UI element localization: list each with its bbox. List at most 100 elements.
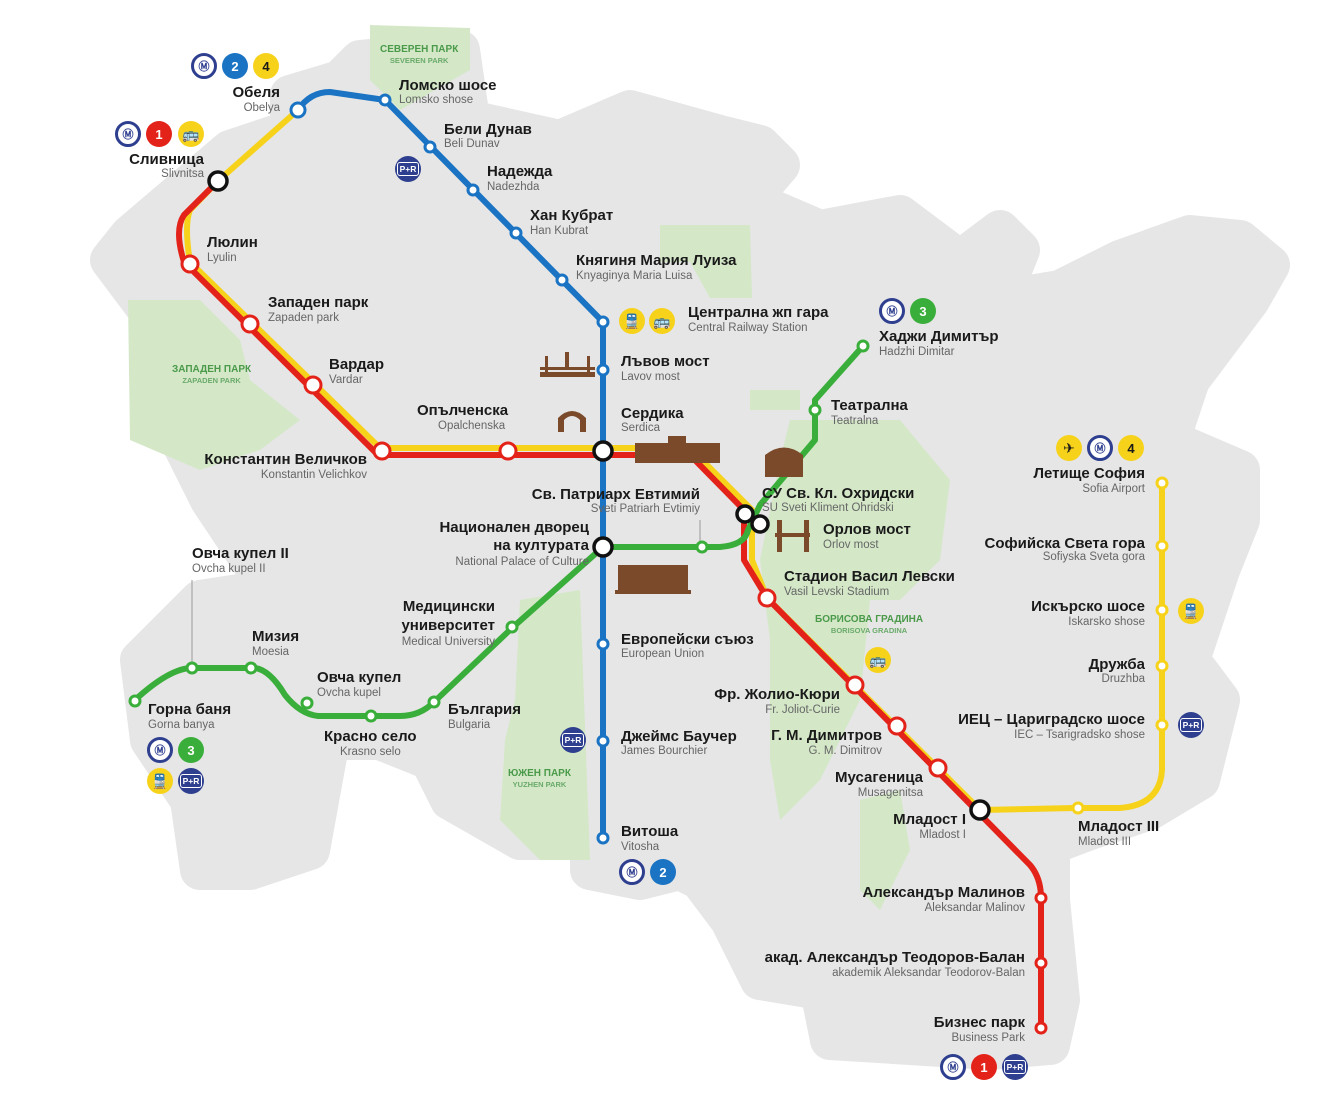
label-zapaden-park: Западен парк: [268, 294, 369, 311]
line-4-badge: 4: [1118, 435, 1144, 461]
label-su: СУ Св. Кл. Охридски: [762, 485, 915, 502]
line-3-badge: 3: [910, 298, 936, 324]
label-hadzhi-dimitar: Хаджи Димитър: [879, 328, 999, 345]
station-beli-dunav[interactable]: [423, 140, 437, 154]
metro-logo-icon: Ⓜ: [940, 1054, 966, 1080]
station-mladost1[interactable]: [969, 799, 991, 821]
label-slivnitsa: Сливница: [129, 151, 204, 168]
label-mladost3-latin: Mladost III: [1078, 836, 1132, 848]
metro-logo-icon: Ⓜ: [619, 859, 645, 885]
station-dimitrov[interactable]: [887, 716, 907, 736]
station-orlov-most[interactable]: [695, 540, 709, 554]
label-evtimiy: Св. Патриарх Евтимий: [531, 486, 700, 503]
metro-logo-icon: Ⓜ: [1087, 435, 1113, 461]
station-serdika[interactable]: [592, 440, 614, 462]
metro-logo-icon: Ⓜ: [115, 121, 141, 147]
station-han-kubrat[interactable]: [509, 226, 523, 240]
park-name: БОРИСОВА ГРАДИНА: [815, 614, 924, 625]
station-malinov[interactable]: [1034, 891, 1048, 905]
park-and-ride-badge: P+R: [560, 727, 586, 753]
label-zapaden-park-latin: Zapaden park: [268, 312, 339, 324]
station-vardar[interactable]: [303, 375, 323, 395]
label-lavov: Лъвов мост: [621, 353, 710, 370]
station-business-park[interactable]: [1034, 1021, 1048, 1035]
station-vitosha[interactable]: [596, 831, 610, 845]
station-european-union[interactable]: [596, 637, 610, 651]
lavov-bridge-icon: [540, 352, 595, 377]
station-joliot-curie[interactable]: [845, 675, 865, 695]
station-velichkov[interactable]: [372, 441, 392, 461]
station-lavov[interactable]: [596, 363, 610, 377]
station-nadezhda[interactable]: [466, 183, 480, 197]
station-ndk[interactable]: [592, 536, 614, 558]
station-teodorov-balan[interactable]: [1034, 956, 1048, 970]
label-ndk-1: Национален дворец: [439, 519, 589, 536]
park-and-ride-badge: P+R: [178, 768, 204, 794]
label-ovcha-kupel-latin: Ovcha kupel: [317, 687, 381, 699]
label-orlov-most-latin: Orlov most: [823, 539, 879, 551]
park-name: СЕВЕРЕН ПАРК: [380, 44, 459, 55]
metro-logo-icon: Ⓜ: [879, 298, 905, 324]
park-name: ЗАПАДЕН ПАРК: [172, 364, 252, 375]
park-latin: YUZHEN PARK: [512, 780, 567, 789]
label-vardar-latin: Vardar: [329, 374, 363, 386]
station-su-b[interactable]: [750, 514, 770, 534]
park-latin: SEVEREN PARK: [389, 56, 449, 65]
station-ovcha-kupel-2[interactable]: [185, 661, 199, 675]
station-james-bourchier[interactable]: [596, 734, 610, 748]
line-1: [176, 178, 1044, 1031]
label-musagenitsa: Мусагеница: [835, 769, 923, 786]
station-sveta-gora[interactable]: [1155, 539, 1169, 553]
train-icon: 🚆: [1178, 598, 1204, 624]
south-park: [860, 790, 910, 910]
label-ndk-2: на културата: [493, 537, 589, 554]
station-airport[interactable]: [1155, 476, 1169, 490]
station-iec[interactable]: [1155, 718, 1169, 732]
station-druzhba[interactable]: [1155, 659, 1169, 673]
label-iskarsko: Искърско шосе: [1031, 598, 1145, 615]
station-musagenitsa[interactable]: [928, 758, 948, 778]
label-velichkov: Константин Величков: [204, 451, 367, 468]
zapaden-park: [128, 300, 300, 470]
station-bulgaria[interactable]: [427, 695, 441, 709]
station-med-uni[interactable]: [505, 620, 519, 634]
station-zapaden-park[interactable]: [240, 314, 260, 334]
bus-icon: 🚌: [178, 121, 204, 147]
station-moesia[interactable]: [244, 661, 258, 675]
station-gorna-banya[interactable]: [128, 694, 142, 708]
park-and-ride-label: P+R: [1179, 718, 1203, 732]
label-gorna-banya: Горна баня: [148, 701, 232, 718]
station-evtimiy[interactable]: [600, 497, 606, 503]
label-ovcha-kupel: Овча купел: [317, 669, 402, 686]
station-krasno-selo[interactable]: [364, 709, 378, 723]
station-obelya[interactable]: [289, 101, 307, 119]
park-and-ride-badge: P+R: [1002, 1054, 1028, 1080]
label-slivnitsa-latin: Slivnitsa: [161, 168, 204, 180]
line-1-badge: 1: [146, 121, 172, 147]
label-opalchenska: Опълченска: [417, 402, 509, 419]
station-central-railway[interactable]: [596, 315, 610, 329]
label-vardar: Вардар: [329, 356, 384, 373]
label-serdika-latin: Serdica: [621, 422, 660, 434]
yuzhen-park: [500, 590, 590, 860]
label-lomsko: Ломско шосе: [399, 77, 497, 94]
label-central-railway: Централна жп гара: [688, 304, 829, 321]
station-maria-luiza[interactable]: [555, 273, 569, 287]
station-teatralna[interactable]: [808, 403, 822, 417]
railway-building-icon: [635, 436, 720, 463]
station-mladost3[interactable]: [1071, 801, 1085, 815]
label-druzhba: Дружба: [1088, 656, 1145, 673]
station-hadzhi-dimitar[interactable]: [856, 339, 870, 353]
station-opalchenska[interactable]: [498, 441, 518, 461]
station-ovcha-kupel[interactable]: [300, 696, 314, 710]
label-dimitrov-latin: G. M. Dimitrov: [808, 745, 882, 757]
station-lomsko[interactable]: [378, 93, 392, 107]
station-slivnitsa[interactable]: [207, 170, 229, 192]
station-iskarsko[interactable]: [1155, 603, 1169, 617]
station-lyulin[interactable]: [180, 254, 200, 274]
station-stadium[interactable]: [757, 588, 777, 608]
station-su-a[interactable]: [735, 504, 755, 524]
label-malinov-latin: Aleksandar Malinov: [924, 902, 1025, 914]
metro-logo-icon: Ⓜ: [147, 737, 173, 763]
